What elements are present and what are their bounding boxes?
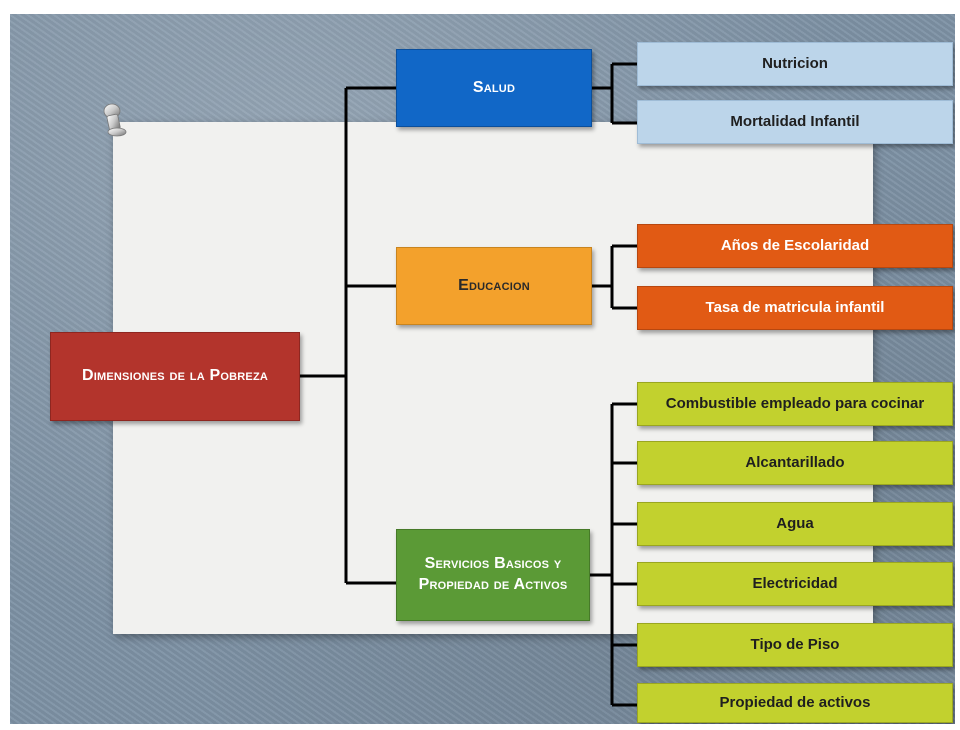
leaf-anos-escolaridad: Años de Escolaridad <box>637 224 953 268</box>
leaf-nutricion-label: Nutricion <box>762 55 828 73</box>
category-educacion: Educacion <box>396 247 592 325</box>
leaf-mortalidad-infantil: Mortalidad Infantil <box>637 100 953 144</box>
category-educacion-label: Educacion <box>458 276 530 294</box>
leaf-tasa-matricula-label: Tasa de matricula infantil <box>705 299 885 317</box>
leaf-combustible-label: Combustible empleado para cocinar <box>665 395 925 413</box>
leaf-anos-escolaridad-label: Años de Escolaridad <box>720 237 870 255</box>
category-servicios-label: Servicios Basicos y Propiedad de Activos <box>418 555 568 593</box>
category-servicios: Servicios Basicos y Propiedad de Activos <box>396 529 590 621</box>
tree-connectors <box>300 62 637 707</box>
leaf-agua-label: Agua <box>776 515 814 533</box>
leaf-propiedad-activos-label: Propiedad de activos <box>719 694 871 712</box>
pushpin-icon <box>103 103 127 137</box>
root-node: Dimensiones de la Pobreza <box>50 332 300 421</box>
category-salud-label: Salud <box>472 78 516 96</box>
root-label: Dimensiones de la Pobreza <box>81 367 269 385</box>
leaf-tasa-matricula: Tasa de matricula infantil <box>637 286 953 330</box>
category-salud: Salud <box>396 49 592 127</box>
slide-background: Dimensiones de la Pobreza Salud Educacio… <box>10 14 955 724</box>
leaf-alcantarillado-label: Alcantarillado <box>745 454 845 472</box>
leaf-electricidad-label: Electricidad <box>752 575 838 593</box>
leaf-tipo-de-piso-label: Tipo de Piso <box>750 636 840 654</box>
leaf-electricidad: Electricidad <box>637 562 953 606</box>
leaf-alcantarillado: Alcantarillado <box>637 441 953 485</box>
leaf-mortalidad-infantil-label: Mortalidad Infantil <box>730 113 860 131</box>
leaf-tipo-de-piso: Tipo de Piso <box>637 623 953 667</box>
leaf-agua: Agua <box>637 502 953 546</box>
leaf-propiedad-activos: Propiedad de activos <box>637 683 953 723</box>
leaf-nutricion: Nutricion <box>637 42 953 86</box>
leaf-combustible: Combustible empleado para cocinar <box>637 382 953 426</box>
